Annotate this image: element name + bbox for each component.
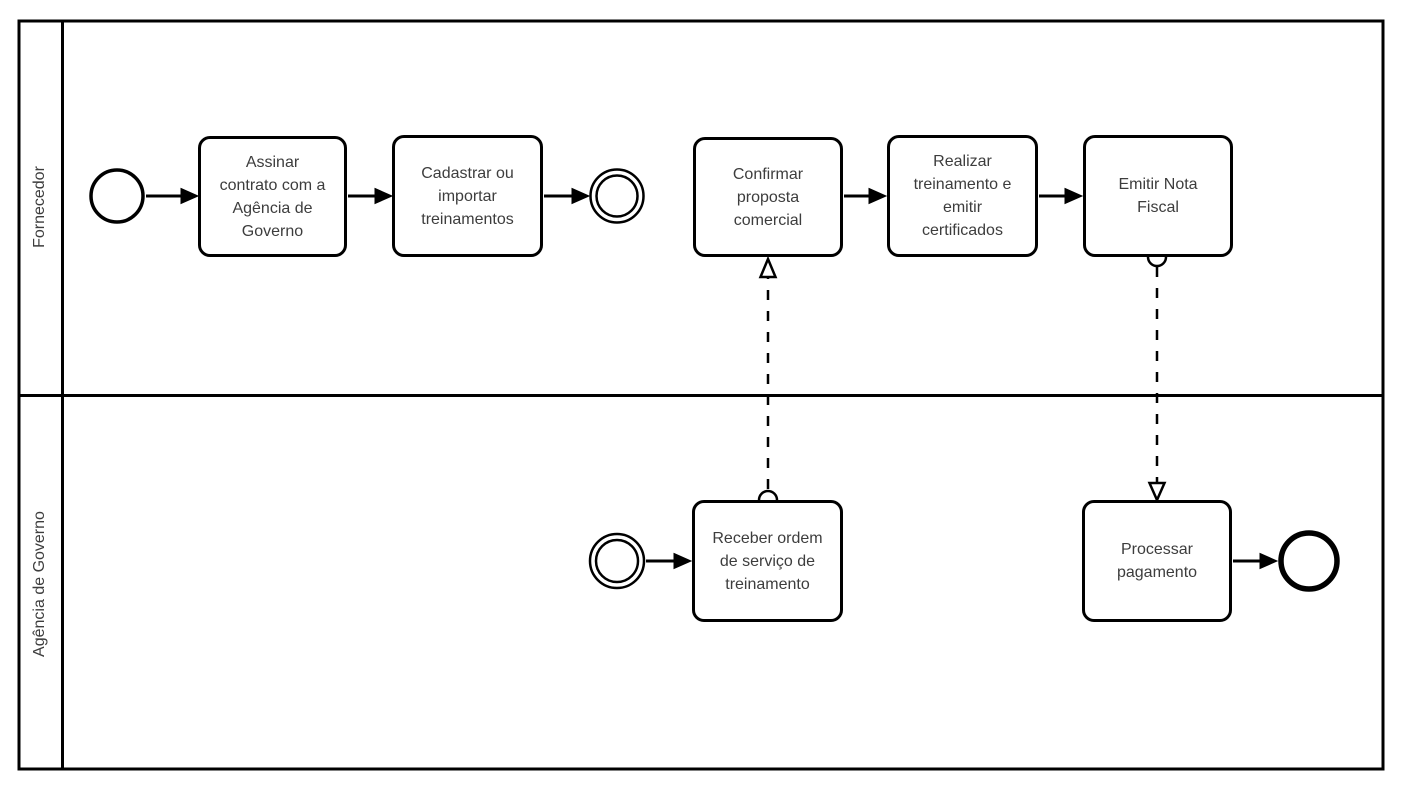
sequence-flow-intermediate-to-receber [646,552,693,570]
message-arrowhead-up [758,255,778,279]
sequence-flow-processar-to-end [1233,552,1279,570]
task-receber-ordem-servico: Receber ordem de serviço de treinamento [692,500,843,622]
lane-label-agencia-de-governo: Agência de Governo [31,511,48,657]
start-event-fornecedor [89,168,145,224]
end-event-agencia [1278,530,1340,592]
intermediate-event-fornecedor [589,168,645,224]
sequence-flow-assinar-to-cadastrar [348,187,394,205]
message-flow-receber-to-confirmar [757,255,779,511]
sequence-flow-start-to-assinar [146,187,200,205]
sequence-flow-realizar-to-emitir [1039,187,1084,205]
task-assinar-contrato: Assinar contrato com a Agência de Govern… [198,136,347,257]
task-realizar-treinamento-certificados: Realizar treinamento e emitir certificad… [887,135,1038,257]
message-arrowhead-down [1147,481,1167,504]
task-processar-pagamento: Processar pagamento [1082,500,1232,622]
task-confirmar-proposta-comercial: Confirmar proposta comercial [693,137,843,257]
task-emitir-nota-fiscal: Emitir Nota Fiscal [1083,135,1233,257]
sequence-flow-cadastrar-to-intermediate [544,187,591,205]
task-cadastrar-importar-treinamentos: Cadastrar ou importar treinamentos [392,135,543,257]
lane-label-fornecedor: Fornecedor [31,166,48,248]
sequence-flow-confirmar-to-realizar [844,187,888,205]
message-flow-emitir-to-processar [1146,246,1168,504]
intermediate-event-agencia [588,532,646,590]
